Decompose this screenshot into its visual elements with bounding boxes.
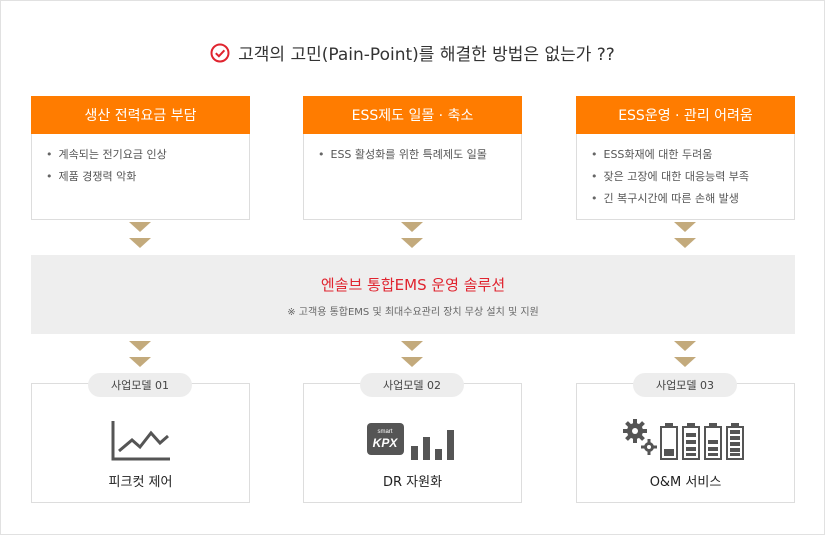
solution-title: 엔솔브 통합EMS 운영 솔루션 [320,276,506,294]
model-caption: O&M 서비스 [649,475,722,490]
arrow-down-icon [674,341,696,351]
arrow-down-icon [129,341,151,351]
solution-band: 엔솔브 통합EMS 운영 솔루션 ※ 고객용 통합EMS 및 최대수요관리 장치… [31,255,795,334]
problem-card-1: 생산 전력요금 부담 계속되는 전기요금 인상 제품 경쟁력 악화 [31,96,250,220]
page-title-text: 고객의 고민(Pain-Point)를 해결한 방법은 없는가 ?? [238,45,615,65]
arrow-down-icon [401,238,423,248]
problem-card-2: ESS제도 일몰 · 축소 ESS 활성화를 위한 특례제도 일몰 [303,96,522,220]
arrow-down-icon [401,357,423,367]
model-card-2: smart KPX DR 자원화 [303,383,522,503]
problem-body: 계속되는 전기요금 인상 제품 경쟁력 악화 [31,134,250,220]
problem-heading: ESS제도 일몰 · 축소 [303,96,522,134]
line-chart-icon [32,419,249,463]
problem-body: ESS 활성화를 위한 특례제도 일몰 [303,134,522,220]
problem-item: 계속되는 전기요금 인상 [46,144,239,166]
page-title: 고객의 고민(Pain-Point)를 해결한 방법은 없는가 ?? [0,40,825,65]
svg-text:smart: smart [377,429,392,435]
arrow-down-icon [129,238,151,248]
problem-card-3: ESS운영 · 관리 어려움 ESS화재에 대한 두려움 잦은 고장에 대한 대… [576,96,795,220]
gear-battery-icon [577,419,794,463]
problem-item: ESS 활성화를 위한 특례제도 일몰 [318,144,511,166]
model-badge: 사업모델 03 [633,373,737,397]
arrow-down-icon [674,222,696,232]
arrow-down-icon [401,341,423,351]
model-card-1: 피크컷 제어 [31,383,250,503]
model-badge: 사업모델 01 [88,373,192,397]
problem-item: 제품 경쟁력 악화 [46,166,239,188]
arrow-down-icon [401,222,423,232]
model-caption: DR 자원화 [382,475,443,490]
arrow-down-icon [129,357,151,367]
arrow-down-icon [674,357,696,367]
arrow-down-icon [674,238,696,248]
problem-item: 긴 복구시간에 따른 손해 발생 [591,188,784,210]
kpx-bar-icon: smart KPX [304,419,521,463]
problem-item: ESS화재에 대한 두려움 [591,144,784,166]
problem-heading: ESS운영 · 관리 어려움 [576,96,795,134]
model-card-3: O&M 서비스 [576,383,795,503]
model-badge: 사업모델 02 [360,373,464,397]
problem-heading: 생산 전력요금 부담 [31,96,250,134]
check-circle-icon [210,43,230,62]
svg-text:KPX: KPX [372,436,398,450]
arrow-down-icon [129,222,151,232]
problem-item: 잦은 고장에 대한 대응능력 부족 [591,166,784,188]
model-caption: 피크컷 제어 [108,475,173,490]
problem-body: ESS화재에 대한 두려움 잦은 고장에 대한 대응능력 부족 긴 복구시간에 … [576,134,795,220]
solution-note: ※ 고객용 통합EMS 및 최대수요관리 장치 무상 설치 및 지원 [287,307,539,318]
